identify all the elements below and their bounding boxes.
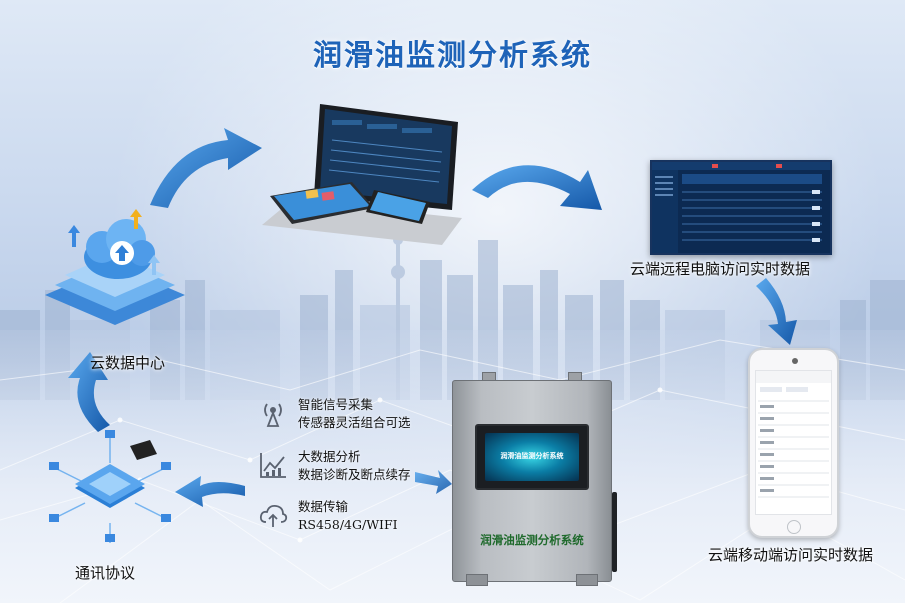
feature-1-line-2: 传感器灵活组合可选 (298, 415, 411, 430)
chip-circuit-icon (49, 430, 171, 543)
chart-icon (260, 453, 286, 478)
arrow-laptop-to-monitor (472, 165, 602, 210)
mobile-phone (748, 348, 839, 538)
antenna-icon (264, 403, 282, 427)
device-label: 润滑油监测分析系统 (480, 533, 584, 547)
label-mobile: 云端移动端访问实时数据 (708, 546, 874, 564)
feature-3-line-1: 数据传输 (298, 499, 349, 514)
label-protocol: 通讯协议 (75, 564, 136, 582)
monitoring-device: 润滑油监测分析系统 润滑油监测分析系统 (452, 372, 617, 586)
arrow-protocol-to-cloud (68, 352, 110, 432)
arrow-monitor-to-phone (756, 278, 797, 345)
feature-1-line-1: 智能信号采集 (298, 397, 374, 412)
remote-pc-screen (650, 160, 832, 255)
laptop-tablet-phone-image (262, 104, 462, 245)
label-cloud-datacenter: 云数据中心 (90, 354, 166, 372)
feature-data-transfer: 数据传输 RS458/4G/WIFI (258, 498, 448, 542)
device-foot-right (576, 574, 598, 586)
phone-screen (755, 370, 832, 515)
phone-camera (792, 358, 798, 364)
feature-data-analysis: 大数据分析 数据诊断及断点续存 (258, 448, 448, 492)
arrow-cloud-to-laptop (150, 128, 262, 208)
feature-2-line-2: 数据诊断及断点续存 (298, 467, 411, 482)
device-screen-display: 润滑油监测分析系统 (485, 433, 579, 481)
label-remote-pc: 云端远程电脑访问实时数据 (630, 260, 811, 278)
antenna-rod (612, 492, 617, 572)
feature-2-line-1: 大数据分析 (298, 449, 361, 464)
cloud-datacenter-icon (45, 209, 185, 325)
arrow-to-device (415, 470, 452, 494)
feature-signal-collection: 智能信号采集 传感器灵活组合可选 (258, 396, 448, 440)
device-screen-title: 润滑油监测分析系统 (500, 451, 564, 460)
device-screen: 润滑油监测分析系统 (475, 424, 589, 490)
device-foot-left (466, 574, 488, 586)
arrow-device-to-protocol (175, 476, 245, 507)
phone-home-button (787, 520, 801, 534)
page-title: 润滑油监测分析系统 (312, 38, 592, 72)
cloud-upload-icon (259, 504, 288, 527)
feature-3-line-2: RS458/4G/WIFI (298, 517, 398, 532)
